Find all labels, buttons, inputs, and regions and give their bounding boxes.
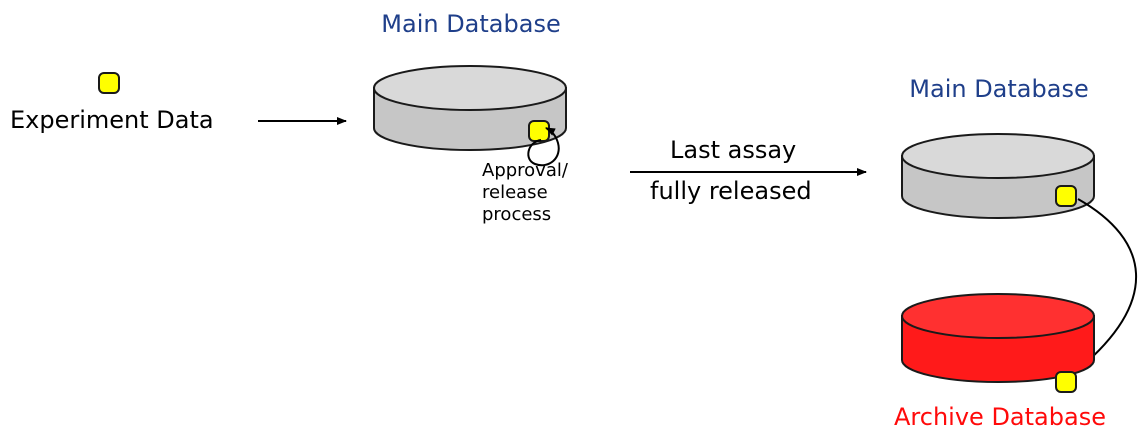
main-database-cylinder-1 [373, 65, 567, 151]
last-assay-line-1: Last assay [670, 136, 796, 164]
last-assay-label: Last assay fully released [650, 136, 812, 205]
experiment-data-label: Experiment Data [10, 106, 214, 134]
archive-database-cylinder [901, 293, 1095, 383]
approval-line-3: process [482, 204, 551, 225]
main-database-title-1: Main Database [381, 10, 560, 38]
approval-line-1: Approval/ [482, 160, 569, 181]
approval-release-label: Approval/ release process [482, 160, 574, 225]
data-marker-in-main-db-1 [528, 120, 550, 142]
main-database-cylinder-2 [901, 133, 1095, 219]
approval-loop-arrow [527, 127, 560, 167]
main-database-title-2: Main Database [909, 75, 1088, 103]
last-assay-line-2: fully released [650, 177, 812, 205]
data-marker-in-archive-db [1055, 371, 1077, 393]
archive-transfer-arrow [1077, 198, 1137, 369]
data-marker-in-main-db-2 [1055, 185, 1077, 207]
archive-database-title: Archive Database [894, 403, 1106, 431]
experiment-data-marker [98, 72, 120, 94]
approval-line-2: release [482, 182, 548, 203]
